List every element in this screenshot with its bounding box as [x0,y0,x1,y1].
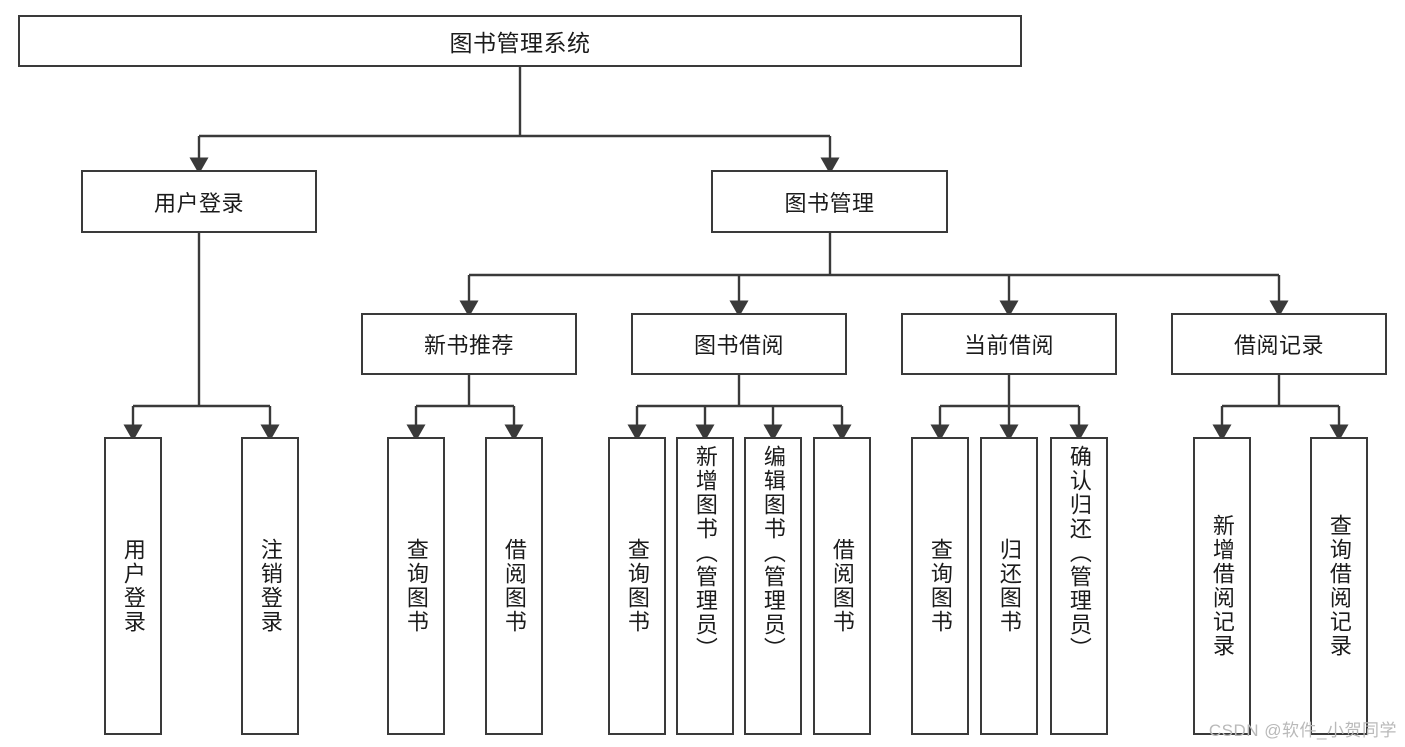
node-user-login[interactable]: 用户登录 [81,170,317,233]
node-label: 查询借阅记录 [1326,514,1352,658]
node-root-system[interactable]: 图书管理系统 [18,15,1022,67]
node-label: 用户登录 [120,538,146,634]
node-book-management[interactable]: 图书管理 [711,170,948,233]
node-label: 查询图书 [403,538,429,634]
node-label: 查询图书 [927,538,953,634]
node-label: 图书管理 [784,190,875,216]
node-label: 借阅记录 [1233,333,1324,358]
watermark-text: CSDN @软件_小贺同学 [1208,721,1397,740]
leaf-current-confirm-return-admin[interactable]: 确认归还（管理员） [1050,437,1108,735]
node-current-borrow[interactable]: 当前借阅 [901,313,1117,375]
node-label: 查询图书 [624,538,650,634]
leaf-borrow-add-book-admin[interactable]: 新增图书（管理员） [676,437,734,735]
leaf-recommend-borrow-book[interactable]: 借阅图书 [485,437,543,735]
node-label: 用户登录 [153,190,244,216]
leaf-record-add-record[interactable]: 新增借阅记录 [1193,437,1251,735]
leaf-borrow-edit-book-admin[interactable]: 编辑图书（管理员） [744,437,802,735]
node-label: 新书推荐 [423,333,514,358]
leaf-record-query-record[interactable]: 查询借阅记录 [1310,437,1368,735]
node-book-borrow[interactable]: 图书借阅 [631,313,847,375]
node-label: 图书借阅 [693,333,784,358]
node-label: 借阅图书 [829,538,855,634]
node-label: 确认归还（管理员） [1066,445,1092,661]
leaf-borrow-borrow-book[interactable]: 借阅图书 [813,437,871,735]
leaf-current-return-book[interactable]: 归还图书 [980,437,1038,735]
leaf-recommend-query-book[interactable]: 查询图书 [387,437,445,735]
node-label: 注销登录 [257,538,283,634]
node-label: 编辑图书（管理员） [760,445,786,661]
node-label: 新增图书（管理员） [692,445,718,661]
leaf-current-query-book[interactable]: 查询图书 [911,437,969,735]
node-new-book-recommend[interactable]: 新书推荐 [361,313,577,375]
node-label: 当前借阅 [963,333,1054,358]
node-label: 归还图书 [996,538,1022,634]
node-borrow-record[interactable]: 借阅记录 [1171,313,1387,375]
leaf-borrow-query-book[interactable]: 查询图书 [608,437,666,735]
node-label: 新增借阅记录 [1209,514,1235,658]
node-label: 图书管理系统 [449,30,591,56]
leaf-user-login-logout[interactable]: 注销登录 [241,437,299,735]
leaf-user-login-login[interactable]: 用户登录 [104,437,162,735]
node-label: 借阅图书 [501,538,527,634]
